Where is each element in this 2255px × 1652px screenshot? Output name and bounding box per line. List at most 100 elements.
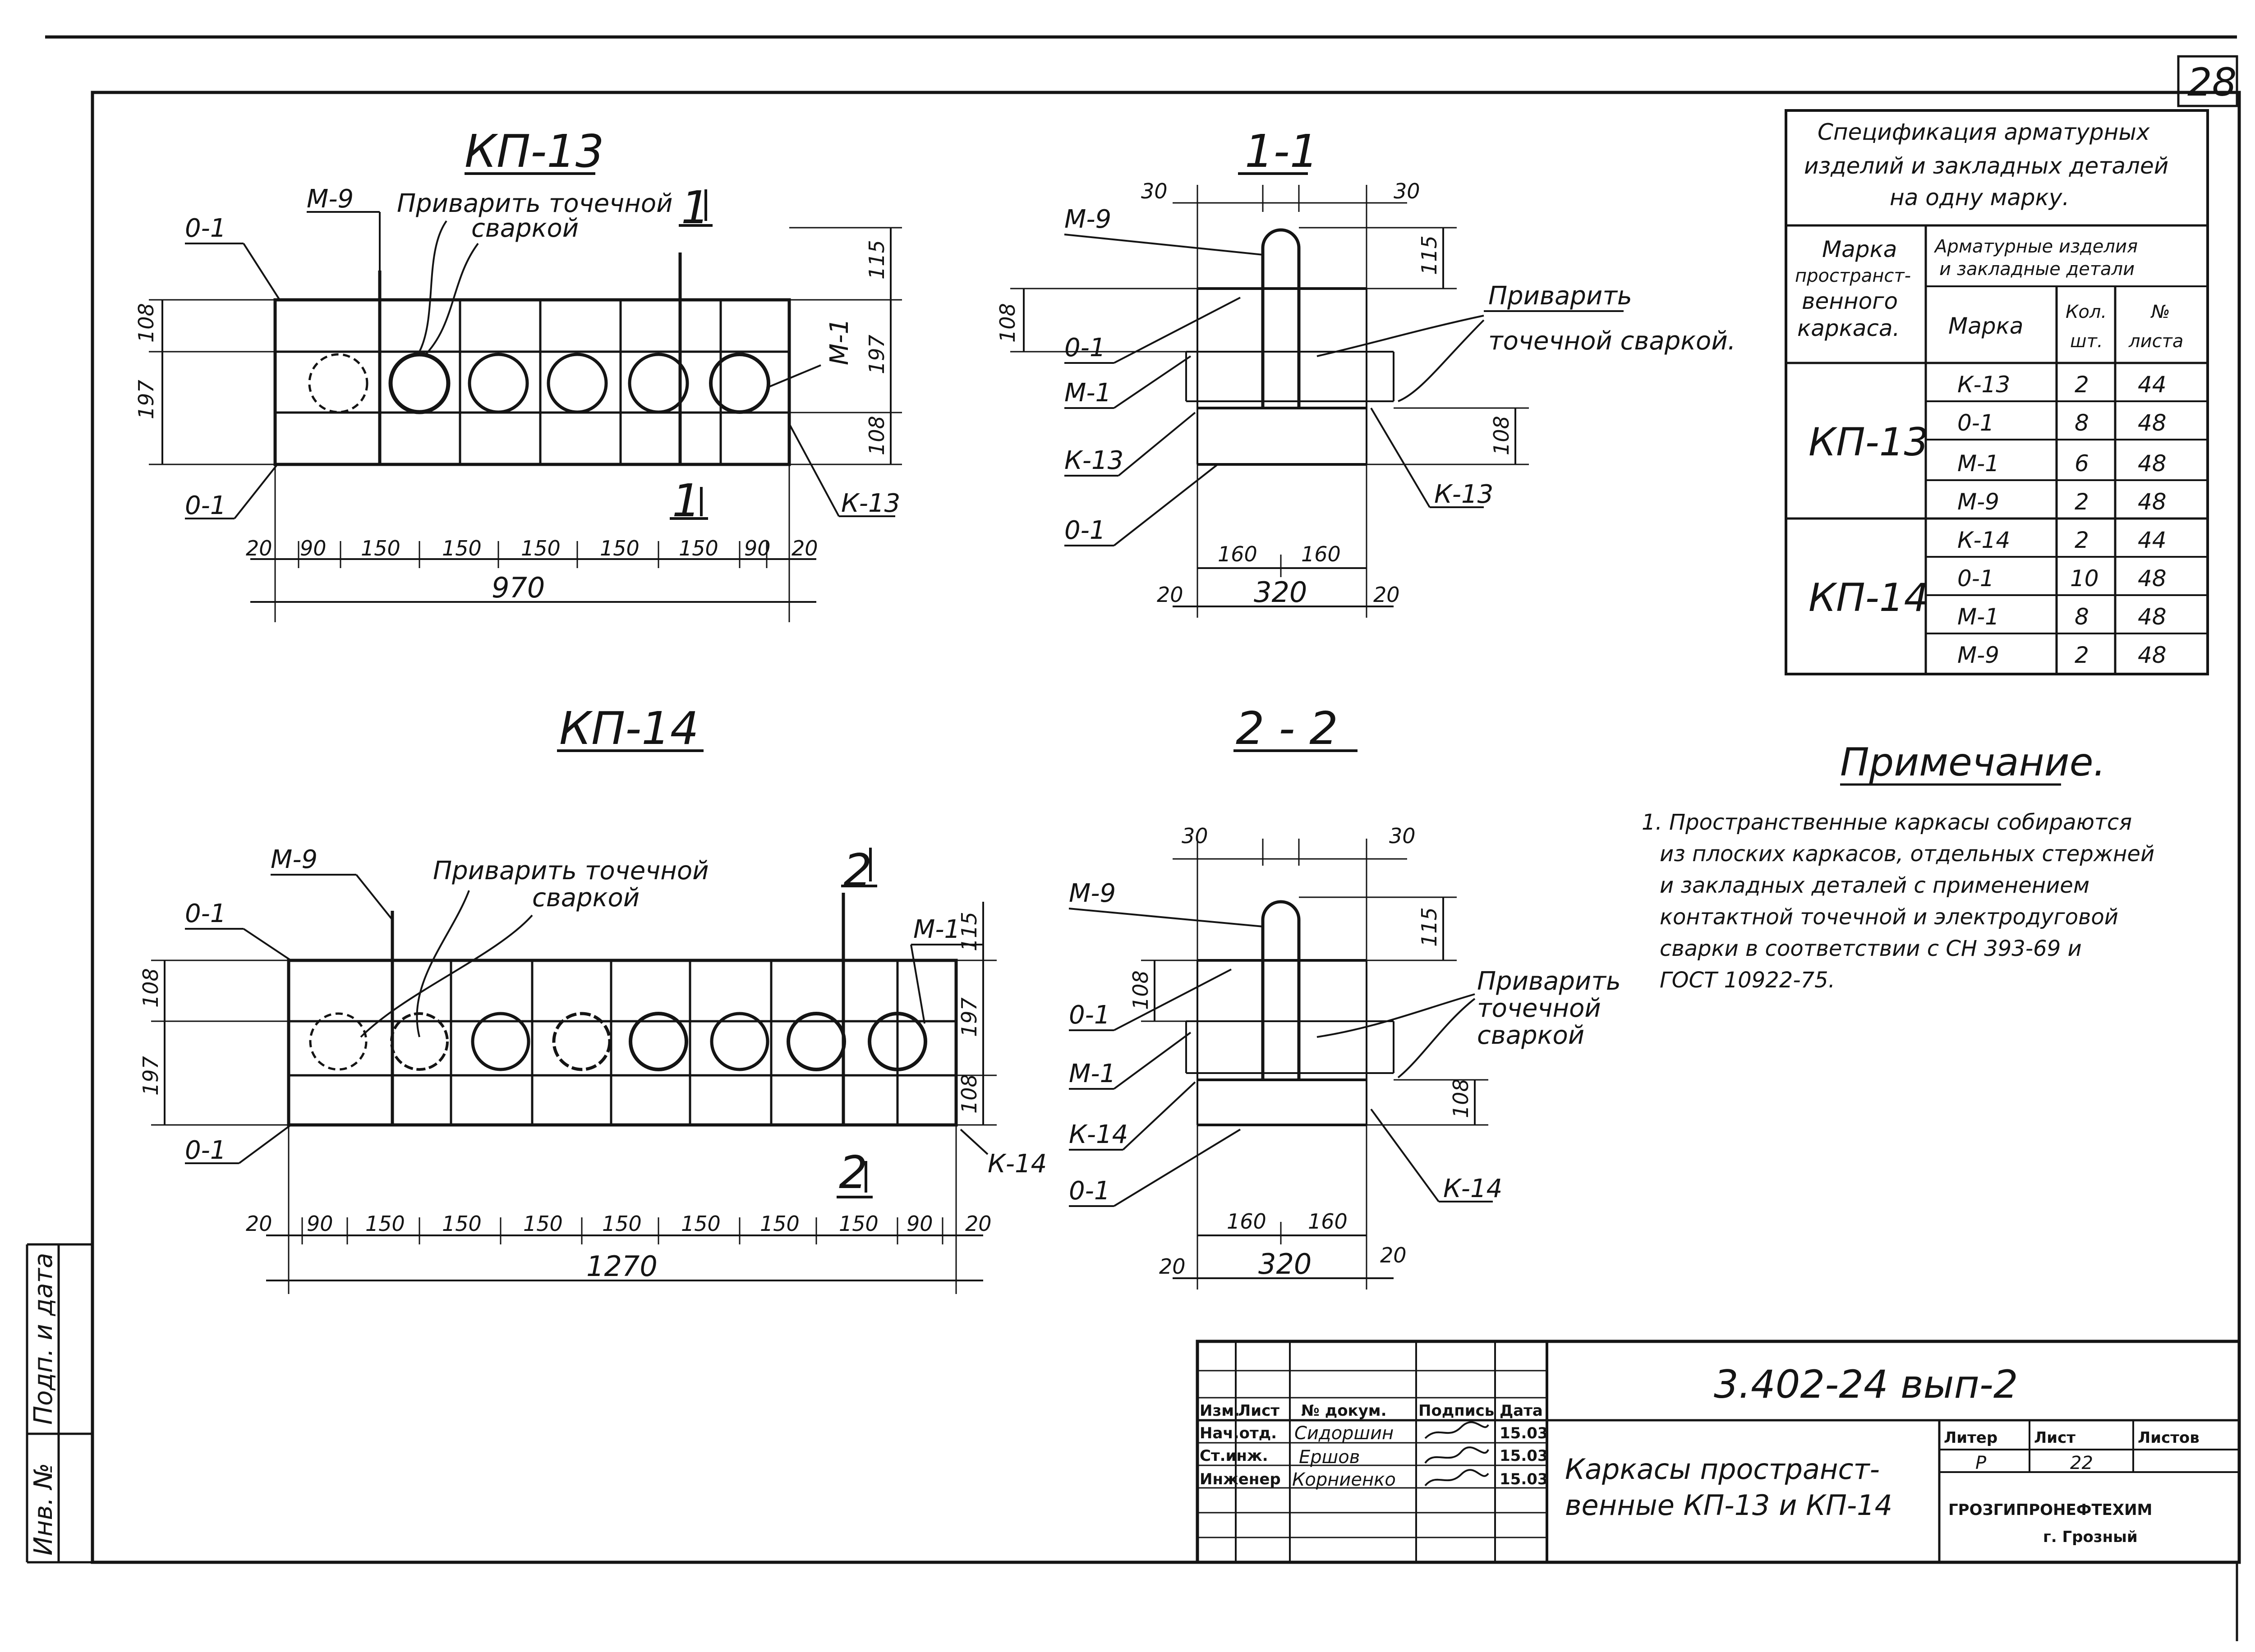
label-m1-kp14: М-1 [913, 915, 960, 944]
dim-160a-2-2: 160 [1227, 1209, 1266, 1234]
dim-108-left-kp14: 108 [138, 968, 163, 1008]
view-section-1-1: 1-1 М-9 0-1 М-1 К-13 0-1 [995, 125, 1736, 618]
label-o1-top-kp13: 0-1 [185, 214, 226, 243]
margin-strip [26, 1243, 92, 1564]
signature [1424, 1421, 1489, 1439]
title-block-header-date: Дата [1500, 1402, 1543, 1420]
spec-row: 8 [2075, 604, 2089, 630]
title-block-list-label: Лист [2034, 1429, 2076, 1447]
note-line: сварки в соответствии с СН 393-69 и [1660, 936, 2082, 961]
margin-podp-data: Подп. и дата [29, 1253, 58, 1425]
frame-drawing-kp14 [287, 893, 958, 1127]
label-k14-right-2-2: К-14 [1443, 1174, 1502, 1203]
dim-320-2-2: 320 [1258, 1248, 1312, 1280]
spec-row: 0-1 [1957, 565, 1994, 592]
dim-bottom-kp14-6: 150 [681, 1211, 721, 1236]
label-weld-2-2: Приварить [1477, 967, 1621, 996]
spec-row: 8 [2075, 410, 2089, 436]
label-k14-kp14: К-14 [988, 1149, 1047, 1179]
dim-total-kp14: 1270 [586, 1250, 658, 1283]
title-block-litera-value: Р [1975, 1453, 1987, 1473]
title-block-date: 15.03 [1500, 1470, 1548, 1488]
dim-bottom-kp13-8: 20 [792, 536, 818, 560]
label-m1-1-1: М-1 [1064, 378, 1111, 408]
sheet-number: 28 [2187, 60, 2237, 105]
title-block-header-doc: № докум. [1301, 1402, 1387, 1420]
dim-20-left-1-1: 20 [1157, 583, 1183, 607]
label-weld-kp13: Приварить точечной [397, 189, 673, 218]
section-mark-bottom-kp14: 2 [839, 1146, 868, 1199]
dim-115-kp14: 115 [957, 912, 981, 951]
dim-bottom-kp14-1: 90 [307, 1211, 333, 1236]
frame-drawing-kp13 [273, 252, 791, 466]
spec-col-qty-1: Кол. [2066, 302, 2107, 322]
view-title-2-2: 2 - 2 [1236, 702, 1338, 755]
label-m9-2-2: М-9 [1069, 879, 1116, 908]
title-block-header-izm: Изм. [1200, 1402, 1240, 1420]
dim-bottom-kp13-1: 90 [300, 536, 327, 560]
label-m1-2-2: М-1 [1069, 1059, 1116, 1088]
dim-115-1-1: 115 [1417, 235, 1441, 275]
dim-30-right-1-1: 30 [1394, 179, 1420, 203]
dim-bottom-kp13-2: 150 [361, 536, 400, 560]
spec-title-line-3: на одну марку. [1890, 184, 2069, 211]
dim-bottom-kp13-7: 90 [744, 536, 771, 560]
spec-row: 48 [2138, 410, 2167, 436]
spec-row: 6 [2075, 450, 2089, 477]
dim-108-right-kp14: 108 [957, 1074, 981, 1114]
spec-title-line-2: изделий и закладных деталей [1804, 153, 2168, 179]
spec-row: 48 [2138, 604, 2167, 630]
label-o1-low-1-1: 0-1 [1064, 516, 1105, 545]
label-weld3-2-2: сваркой [1477, 1021, 1584, 1050]
spec-group-kp13: КП-13 [1809, 420, 1928, 465]
spec-row: М-9 [1957, 489, 1999, 515]
title-block-code: 3.402-24 вып-2 [1714, 1362, 2018, 1407]
dim-bottom-kp14-2: 150 [365, 1211, 405, 1236]
spec-col-items-1: Арматурные изделия [1933, 236, 2138, 257]
dim-160b-2-2: 160 [1308, 1209, 1348, 1234]
title-block-date: 15.03 [1500, 1424, 1548, 1442]
title-block-role: Нач.отд. [1200, 1424, 1277, 1442]
spec-row: М-1 [1957, 450, 1999, 477]
label-m9-kp13: М-9 [307, 184, 354, 214]
label-weld2-1-1: точечной сваркой. [1488, 326, 1736, 356]
spec-row: 2 [2075, 372, 2089, 398]
view-title-kp14: КП-14 [559, 702, 699, 755]
label-o1-top-kp14: 0-1 [185, 899, 226, 928]
signature [1424, 1446, 1489, 1464]
dim-197-right-kp14: 197 [957, 997, 981, 1037]
dim-115-kp13: 115 [865, 240, 889, 280]
label-weld2-2-2: точечной [1477, 994, 1601, 1023]
label-k13-right-1-1: К-13 [1434, 480, 1493, 509]
dim-108-left-1-1: 108 [995, 303, 1020, 343]
spec-col-sheet-1: № [2150, 302, 2170, 322]
title-block-name: Ершов [1299, 1447, 1360, 1468]
spec-col-qty-2: шт. [2070, 331, 2103, 352]
title-block [1196, 1340, 2241, 1564]
dim-total-kp13: 970 [492, 571, 545, 604]
label-k13-kp13: К-13 [841, 489, 900, 518]
spec-row: 2 [2075, 527, 2089, 553]
dim-115-2-2: 115 [1417, 907, 1441, 947]
label-o1-low-2-2: 0-1 [1069, 1176, 1110, 1206]
spec-row: 2 [2075, 642, 2089, 668]
spec-row: К-14 [1957, 527, 2010, 553]
note-line: 1. Пространственные каркасы собираются [1642, 810, 2132, 835]
dim-197-left-kp14: 197 [138, 1056, 163, 1096]
spec-row: 44 [2138, 372, 2167, 398]
title-block-listov-label: Листов [2138, 1429, 2200, 1447]
note-line: ГОСТ 10922-75. [1660, 968, 1835, 993]
dim-20-right-1-1: 20 [1373, 583, 1400, 607]
title-block-list-value: 22 [2070, 1453, 2093, 1473]
label-weld2-kp13: сваркой [471, 214, 579, 243]
title-block-header-sign: Подпись [1418, 1402, 1494, 1420]
dim-108-right-kp13: 108 [865, 416, 889, 455]
dim-bottom-kp13-4: 150 [521, 536, 561, 560]
label-k14-left-2-2: К-14 [1069, 1120, 1128, 1149]
spec-col-marka: Марка [1948, 313, 2023, 339]
title-block-org: ГРОЗГИПРОНЕФТЕХИМ [1948, 1501, 2152, 1519]
title-block-name: Сидоршин [1294, 1423, 1394, 1444]
title-block-title-2: венные КП-13 и КП-14 [1565, 1489, 1892, 1522]
spec-row: 48 [2138, 565, 2167, 592]
spec-col-mark-4: каркаса. [1797, 315, 1900, 341]
